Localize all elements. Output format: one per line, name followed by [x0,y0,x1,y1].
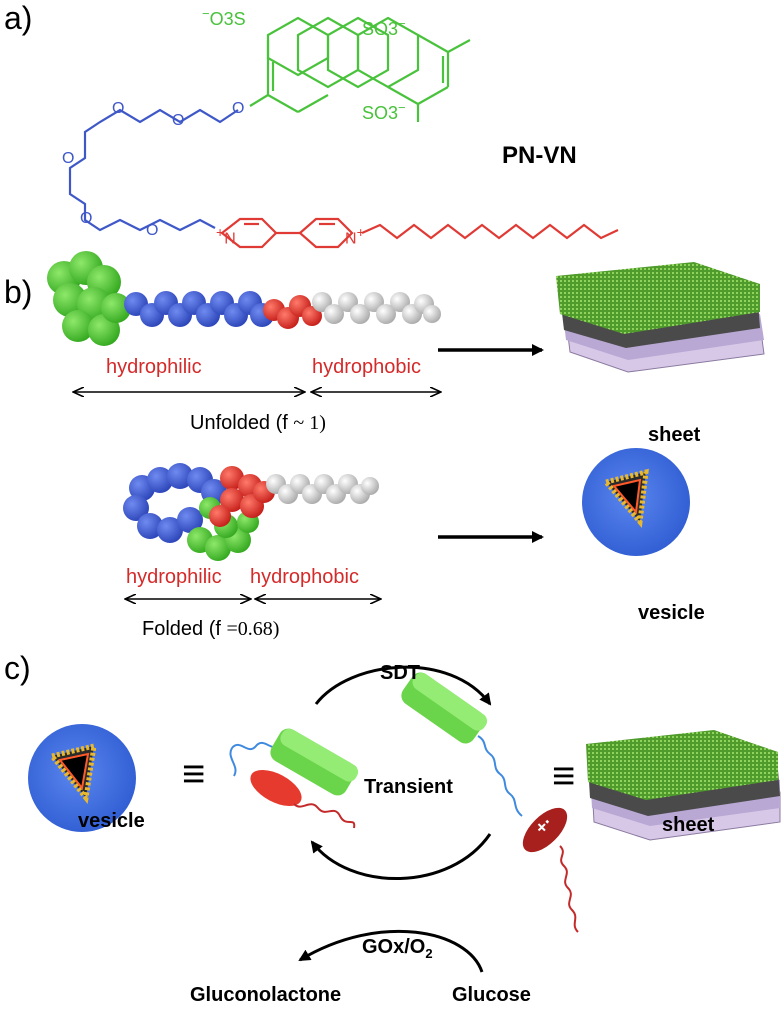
sheet-label-b: sheet [648,424,701,446]
oxygen-atom: O [146,222,159,239]
sulfonate-text: O3S [209,9,246,29]
sulfonate-text: SO3 [362,103,399,123]
gox-label: GOx/O2 [362,936,433,961]
transient-label: Transient [364,776,453,798]
nitrogen-atom-right: N+ [345,224,365,248]
vesicle-c [28,724,136,832]
oxygen-atom: O [232,100,245,117]
alkyl-tail [361,223,619,240]
return-cycle-arrow [310,833,492,880]
sheet-stack-b [556,262,765,373]
folded-viologen [209,466,275,527]
vesicle-b [582,448,690,556]
oxygen-atom: O [172,112,185,129]
minus-charge: − [202,6,210,21]
sdt-cycle-arrow [314,665,492,706]
nitrogen-text: N [345,230,357,248]
minus-charge: − [398,100,406,115]
caption-text: Folded (f [142,618,221,640]
folded-cartoon [229,728,359,829]
unfolded-hydrophobic-label: hydrophobic [312,356,421,378]
unfolded-alkyl-tail [312,292,441,324]
equivalence-symbol-right: ≡ [552,754,576,798]
minus-charge: − [398,16,406,31]
unfolded-hydrophilic-label: hydrophilic [106,356,202,378]
glucose-oxidation-arrow [298,929,484,973]
pyrene-core [249,16,471,122]
oxygen-atom: O [80,210,93,227]
panel-label-a: a) [4,0,33,36]
sulfonate-label-mid-right: SO3− [362,100,406,124]
caption-value: =0.68) [226,618,280,640]
caption-value: ~ 1) [293,412,326,434]
panel-label-c: c) [4,650,31,686]
sulfonate-label-top-left: −O3S [202,6,246,30]
oxygen-atom: O [112,100,125,117]
vesicle-label-b: vesicle [638,602,705,624]
oxygen-atom: O [62,150,75,167]
nitrogen-atom-left: +N [216,224,236,248]
folded-alkyl-tail [266,474,379,504]
glucose-label: Glucose [452,984,531,1006]
gluconolactone-label: Gluconolactone [190,984,342,1006]
sulfonate-text: SO3 [362,19,399,39]
gox-text: GOx/O [362,936,426,958]
molecule-name: PN-VN [502,142,577,169]
unfolded-linker-chain [124,291,274,327]
unfolded-cartoon [401,672,579,933]
unfolded-model [47,251,441,346]
folded-hydrophobic-label: hydrophobic [250,566,359,588]
unfolded-pyrene-head [47,251,131,346]
folded-model [123,463,379,561]
vesicle-label-c: vesicle [78,810,145,832]
sheet-stack-c [586,730,781,841]
folded-linker-chain [123,463,227,543]
sdt-label: SDT [380,662,420,684]
plus-charge: + [356,224,365,240]
unfolded-caption: Unfolded (f ~ 1) [190,412,326,435]
equivalence-symbol-left: ≡ [182,752,206,796]
unfolded-viologen [263,295,322,329]
gox-subscript: 2 [425,946,433,961]
panel-label-b: b) [4,274,33,310]
folded-caption: Folded (f =0.68) [142,618,279,641]
plus-charge: + [216,224,225,240]
viologen-core [220,217,354,249]
peg-linker [68,108,239,232]
nitrogen-text: N [224,230,236,248]
sheet-label-c: sheet [662,814,715,836]
caption-text: Unfolded (f [190,412,288,434]
folded-hydrophilic-label: hydrophilic [126,566,222,588]
sulfonate-label-top-right: SO3− [362,16,406,40]
